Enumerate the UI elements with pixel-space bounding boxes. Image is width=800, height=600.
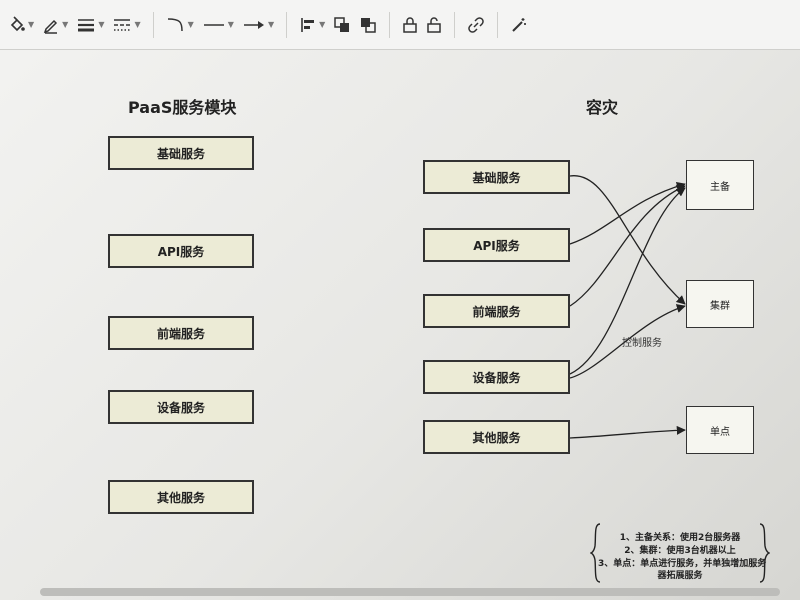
left-panel-title: PaaS服务模块 [128,98,237,117]
line-style-icon[interactable]: ▼ [203,20,234,29]
left-box-basic-service[interactable]: 基础服务 [108,136,254,170]
arrow-style-icon[interactable]: ▼ [238,10,278,40]
source-box-api-service[interactable]: API服务 [423,228,570,262]
unlock-icon[interactable] [422,10,446,40]
horizontal-scrollbar[interactable] [40,588,780,596]
note-line-3: 3、单点：单点进行服务，并单独增加服务 [598,559,767,569]
toolbar-separator [389,11,391,38]
pen-icon[interactable]: ▼ [38,10,72,40]
edge-basic-to-cluster[interactable] [569,175,686,305]
left-box-frontend-service[interactable]: 前端服务 [108,316,254,350]
connector-curve-icon[interactable]: ▼ [162,10,198,40]
notes-annotation[interactable]: 1、主备关系：使用2台服务器 2、集群：使用3台机器以上 3、单点：单点进行服务… [590,522,770,584]
edge-frontend-to-master[interactable] [569,185,686,307]
lock-icon[interactable] [398,10,422,40]
target-box-single-node[interactable]: 单点 [686,406,754,454]
right-panel-title: 容灾 [586,98,619,117]
edge-device-to-master[interactable] [569,187,686,375]
notes-brace-shape [590,523,770,583]
bring-forward-icon[interactable] [329,10,355,40]
left-box-device-service[interactable]: 设备服务 [108,390,254,424]
toolbar-separator [286,11,288,38]
line-weight-icon[interactable]: ▼ [78,18,105,31]
toolbar-separator [454,11,456,38]
diagram-canvas[interactable]: PaaS服务模块 基础服务 API服务 前端服务 设备服务 其他服务 容灾 基础… [0,50,800,600]
target-box-master-backup[interactable]: 主备 [686,160,754,210]
note-line-1: 1、主备关系：使用2台服务器 [619,533,741,543]
note-line-2: 2、集群：使用3台机器以上 [624,546,736,556]
left-box-api-service[interactable]: API服务 [108,234,254,268]
source-box-basic-service[interactable]: 基础服务 [423,160,570,194]
source-box-frontend-service[interactable]: 前端服务 [423,294,570,328]
toolbar-separator [497,11,499,38]
toolbar-separator [152,11,154,38]
edge-other-to-single[interactable] [569,425,686,439]
toolbar: ▼ ▼ ▼ ▼ ▼ ▼ [0,0,800,50]
align-icon[interactable]: ▼ [295,10,329,40]
edge-device-to-cluster[interactable] [569,304,686,379]
source-box-device-service[interactable]: 设备服务 [423,360,570,394]
source-box-other-service[interactable]: 其他服务 [423,420,570,454]
note-line-4: 器拓展服务 [657,571,703,581]
connector-edges [569,175,686,439]
dash-style-icon[interactable]: ▼ [114,18,141,31]
magic-wand-icon[interactable] [506,10,532,40]
left-box-other-service[interactable]: 其他服务 [108,480,254,514]
edge-api-to-master[interactable] [569,181,686,245]
link-icon[interactable] [463,10,489,40]
target-box-cluster[interactable]: 集群 [686,280,754,328]
send-backward-icon[interactable] [355,10,381,40]
fill-icon[interactable]: ▼ [4,10,38,40]
edge-label-control-service: 控制服务 [622,338,662,349]
